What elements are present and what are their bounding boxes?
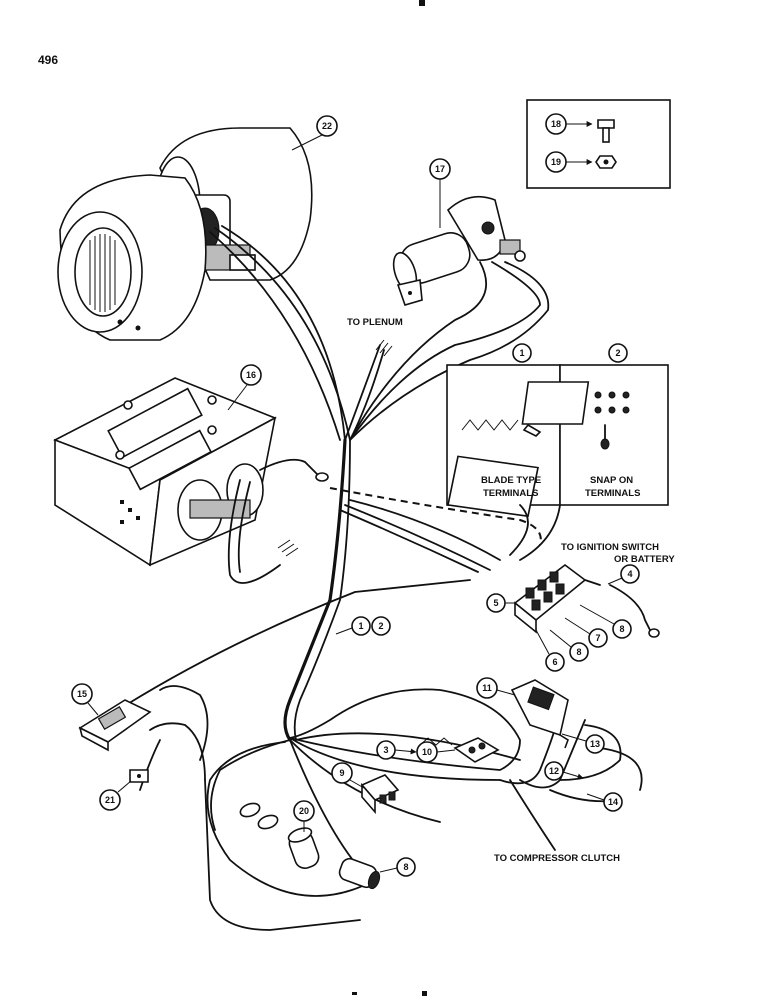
svg-text:21: 21 [105, 795, 115, 805]
svg-text:10: 10 [422, 747, 432, 757]
callout-5: 5 [486, 593, 506, 613]
callout-20: 19 [545, 151, 567, 173]
svg-text:19: 19 [551, 157, 561, 167]
callout-9: 8 [396, 857, 416, 877]
svg-text:13: 13 [590, 739, 600, 749]
svg-text:17: 17 [435, 164, 445, 174]
callout-23: 22 [316, 115, 338, 137]
svg-text:3: 3 [383, 745, 388, 755]
callout-19: 18 [545, 113, 567, 135]
callout-2-top: 2 [608, 343, 628, 363]
snap-on-label-2: TERMINALS [585, 488, 640, 499]
callout-18: 17 [429, 158, 451, 180]
thermostat-16 [78, 699, 152, 752]
callout-10: 9 [331, 762, 353, 784]
svg-text:8: 8 [576, 647, 581, 657]
callout-15: 14 [603, 792, 623, 812]
bottom-mark [422, 991, 427, 996]
svg-text:18: 18 [551, 119, 561, 129]
callout-17: 16 [240, 364, 262, 386]
callout-6: 6 [545, 652, 565, 672]
callout-11: 10 [416, 741, 438, 763]
callout-1-top: 1 [512, 343, 532, 363]
to-compressor-label: TO COMPRESSOR CLUTCH [494, 853, 620, 864]
svg-text:4: 4 [627, 569, 632, 579]
svg-text:15: 15 [77, 689, 87, 699]
svg-text:5: 5 [493, 598, 498, 608]
svg-text:2: 2 [378, 621, 383, 631]
to-ignition-label-1: TO IGNITION SWITCH [561, 542, 659, 553]
switch-12 [510, 679, 569, 749]
svg-text:1: 1 [358, 621, 363, 631]
blade-type-label-1: BLADE TYPE [481, 475, 541, 486]
actuator-assembly [392, 195, 526, 306]
terminal-inset-boxes [446, 364, 669, 561]
callout-13: 12 [544, 761, 564, 781]
snap-on-label-1: SNAP ON [590, 475, 633, 486]
relay-11 [419, 737, 500, 763]
terminal-block [513, 563, 660, 638]
to-ignition-label-2: OR BATTERY [614, 554, 675, 565]
blade-type-label-2: TERMINALS [483, 488, 538, 499]
bracket-22 [129, 769, 149, 783]
bottom-mark-2 [352, 992, 357, 995]
callout-8a: 8 [612, 619, 632, 639]
relay-10 [360, 774, 400, 815]
svg-text:9: 9 [339, 768, 344, 778]
svg-text:20: 20 [299, 806, 309, 816]
svg-text:11: 11 [482, 683, 492, 693]
callout-22: 21 [99, 789, 121, 811]
callout-12: 11 [476, 677, 498, 699]
callout-7: 7 [588, 628, 608, 648]
svg-text:14: 14 [608, 797, 618, 807]
svg-text:6: 6 [552, 657, 557, 667]
blower-assembly [57, 127, 313, 341]
callout-16: 15 [71, 683, 93, 705]
callout-1-mid: 1 [351, 616, 371, 636]
page-number: 496 [38, 53, 58, 67]
hardware-box [526, 99, 671, 189]
evaporator-unit [53, 377, 329, 584]
top-mark [419, 0, 425, 6]
switch-9 [338, 857, 381, 890]
callout-4: 4 [620, 564, 640, 584]
svg-text:16: 16 [246, 370, 256, 380]
ghost-sensor [239, 802, 279, 830]
callout-2-mid: 2 [371, 616, 391, 636]
svg-text:8: 8 [619, 624, 624, 634]
callout-8b: 8 [569, 642, 589, 662]
svg-text:2: 2 [615, 348, 620, 358]
svg-text:22: 22 [322, 121, 332, 131]
callout-3: 3 [376, 740, 396, 760]
svg-text:1: 1 [519, 348, 524, 358]
callout-21: 20 [293, 800, 315, 822]
main-harness [109, 225, 643, 931]
svg-text:7: 7 [595, 633, 600, 643]
to-plenum-label: TO PLENUM [347, 317, 403, 328]
callout-14: 13 [585, 734, 605, 754]
capacitor-21 [287, 827, 320, 870]
svg-text:8: 8 [403, 862, 408, 872]
svg-text:12: 12 [549, 766, 559, 776]
